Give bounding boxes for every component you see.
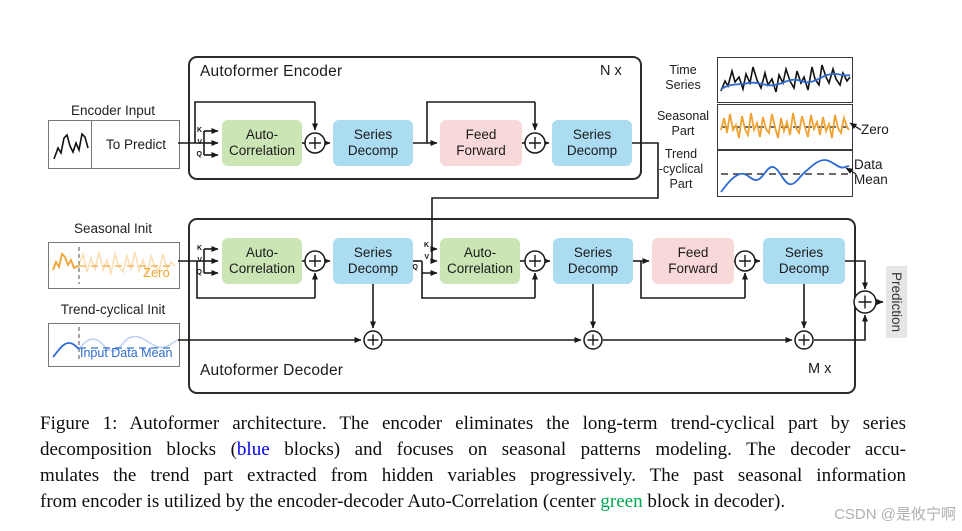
time-series-plot-label: Time Series <box>665 63 701 92</box>
encoder-feed-forward-block: Feed Forward <box>440 120 522 166</box>
figure-caption: Figure 1: Autoformer architecture. The e… <box>40 411 906 515</box>
decoder-series-decomp-block-3: Series Decomp <box>763 238 845 284</box>
caption-green-word: green <box>600 491 643 512</box>
time-series-plot <box>717 57 853 103</box>
seasonal-part-plot <box>717 104 853 150</box>
decoder-q-label-1: Q <box>196 269 202 276</box>
encoder-series-decomp-block-1: Series Decomp <box>333 120 413 166</box>
decoder-k-label-2: K <box>423 242 429 249</box>
seasonal-init-label: Seasonal Init <box>73 221 153 236</box>
seasonal-part-plot-label: Seasonal Part <box>656 109 710 138</box>
encoder-v-label: V <box>197 139 202 146</box>
csdn-watermark: CSDN @是攸宁啊 <box>834 506 956 523</box>
encoder-frame <box>188 56 642 180</box>
trend-cyclical-init-label: Trend-cyclical Init <box>60 302 166 317</box>
trend-cyclical-part-plot <box>717 150 853 197</box>
trend-cyclical-init-box: Input Data Mean <box>48 323 180 367</box>
encoder-title: Autoformer Encoder <box>200 63 343 80</box>
decoder-series-decomp-block-1: Series Decomp <box>333 238 413 284</box>
encoder-repeat-label: N x <box>600 63 622 79</box>
decoder-feed-forward-block: Feed Forward <box>652 238 734 284</box>
caption-line-4: from encoder is utilized by the encoder-… <box>40 491 786 512</box>
encoder-input-box: To Predict <box>48 120 180 169</box>
encoder-q-label: Q <box>196 151 202 158</box>
decoder-title: Autoformer Decoder <box>200 362 344 379</box>
to-predict-label: To Predict <box>105 137 167 152</box>
caption-blue-word: blue <box>236 439 270 460</box>
seasonal-init-zero-note: Zero <box>143 265 170 280</box>
trend-cyclical-init-sketch <box>52 327 179 362</box>
input-data-mean-note: Input Data Mean <box>80 346 173 360</box>
decoder-q-label-2: Q <box>412 264 418 271</box>
encoder-input-label: Encoder Input <box>70 103 156 118</box>
caption-line-3: mulates the trend part extracted from hi… <box>40 465 906 486</box>
decoder-k-label-1: K <box>196 245 202 252</box>
caption-line-1: Figure 1: Autoformer architecture. The e… <box>40 413 906 434</box>
encoder-series-decomp-block-2: Series Decomp <box>552 120 632 166</box>
decoder-repeat-label: M x <box>808 361 832 377</box>
decoder-series-decomp-block-2: Series Decomp <box>553 238 633 284</box>
seasonal-init-sketch <box>52 247 176 284</box>
caption-line-2: decomposition blocks (blue blocks) and f… <box>40 439 907 460</box>
decoder-auto-correlation-block-2: Auto- Correlation <box>440 238 520 284</box>
encoder-input-series-sketch <box>53 121 92 168</box>
trend-cyclical-part-plot-label: Trend -cyclical Part <box>658 147 704 191</box>
encoder-k-label: K <box>196 127 202 134</box>
prediction-label: Prediction <box>886 266 907 338</box>
decoder-auto-correlation-block-1: Auto- Correlation <box>222 238 302 284</box>
zero-annotation: Zero <box>861 122 889 137</box>
decoder-v-label-2: V <box>424 254 429 261</box>
data-mean-annotation: Data Mean <box>854 157 888 187</box>
decoder-v-label-1: V <box>197 257 202 264</box>
final-sum-node <box>853 290 877 314</box>
seasonal-init-box: Zero <box>48 242 180 289</box>
encoder-auto-correlation-block: Auto- Correlation <box>222 120 302 166</box>
